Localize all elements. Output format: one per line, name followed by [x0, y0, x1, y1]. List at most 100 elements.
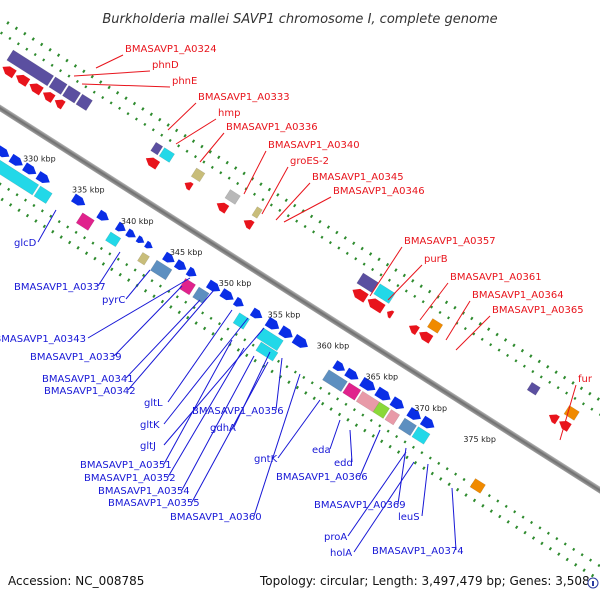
- cog-box[interactable]: [384, 409, 401, 426]
- forward-cds-arrow[interactable]: [219, 288, 236, 303]
- gene-label-reverse[interactable]: phnE: [172, 76, 197, 87]
- cog-box[interactable]: [342, 382, 362, 401]
- cog-box[interactable]: [0, 151, 40, 196]
- cog-box[interactable]: [255, 341, 279, 362]
- reverse-cds-arrow[interactable]: [557, 418, 572, 432]
- gene-label-forward[interactable]: eda: [312, 445, 331, 456]
- forward-cds-arrow[interactable]: [135, 235, 147, 245]
- reverse-cds-arrow[interactable]: [0, 63, 17, 79]
- reverse-cds-arrow[interactable]: [407, 322, 420, 336]
- cog-box[interactable]: [150, 259, 173, 281]
- forward-cds-arrow[interactable]: [264, 316, 282, 333]
- gene-label-reverse[interactable]: groES-2: [290, 156, 329, 167]
- cog-box[interactable]: [322, 369, 348, 392]
- cog-box[interactable]: [75, 212, 95, 231]
- forward-cds-arrow[interactable]: [359, 377, 378, 394]
- gene-label-reverse[interactable]: hmp: [218, 108, 240, 119]
- gene-label-reverse[interactable]: BMASAVP1_A0364: [472, 290, 564, 301]
- forward-cds-arrow[interactable]: [114, 221, 128, 235]
- gene-label-forward[interactable]: BMASAVP1_A0360: [170, 512, 262, 523]
- reverse-cds-arrow[interactable]: [214, 200, 230, 214]
- forward-cds-arrow[interactable]: [232, 296, 246, 310]
- reverse-cds-arrow[interactable]: [143, 154, 161, 170]
- forward-cds-arrow[interactable]: [0, 145, 12, 160]
- reverse-cds-arrow[interactable]: [417, 329, 434, 344]
- gene-label-reverse[interactable]: BMASAVP1_A0365: [492, 305, 584, 316]
- gene-label-forward[interactable]: holA: [330, 548, 352, 559]
- cog-box[interactable]: [469, 478, 486, 494]
- gene-label-forward[interactable]: glcD: [14, 238, 37, 249]
- gene-label-reverse[interactable]: phnD: [152, 60, 179, 71]
- reverse-cds-arrow[interactable]: [350, 286, 369, 303]
- reverse-cds-arrow[interactable]: [52, 96, 66, 110]
- gene-label-forward[interactable]: gltK: [140, 420, 160, 431]
- gene-label-forward[interactable]: gltJ: [140, 441, 156, 452]
- cog-box[interactable]: [563, 405, 580, 421]
- cog-box[interactable]: [190, 167, 206, 183]
- gene-label-reverse[interactable]: BMASAVP1_A0340: [268, 140, 360, 151]
- gene-label-forward[interactable]: gntK: [254, 454, 278, 465]
- forward-cds-arrow[interactable]: [125, 228, 138, 240]
- cog-box[interactable]: [137, 251, 150, 266]
- cog-box[interactable]: [372, 401, 390, 419]
- reverse-cds-arrow[interactable]: [27, 80, 44, 96]
- cog-box[interactable]: [33, 185, 53, 204]
- forward-cds-arrow[interactable]: [406, 407, 423, 423]
- gene-label-reverse[interactable]: fur: [578, 374, 593, 385]
- gene-label-reverse[interactable]: BMASAVP1_A0333: [198, 92, 290, 103]
- gene-label-reverse[interactable]: BMASAVP1_A0361: [450, 272, 542, 283]
- gene-label-reverse[interactable]: BMASAVP1_A0357: [404, 236, 496, 247]
- forward-cds-arrow[interactable]: [419, 415, 437, 432]
- forward-cds-arrow[interactable]: [71, 193, 88, 209]
- cog-box[interactable]: [232, 312, 250, 330]
- forward-cds-arrow[interactable]: [374, 386, 393, 404]
- reverse-cds-arrow[interactable]: [41, 89, 56, 103]
- cog-box[interactable]: [75, 93, 93, 111]
- cog-box[interactable]: [6, 49, 55, 87]
- gene-label-forward[interactable]: BMASAVP1_A0355: [108, 498, 200, 509]
- forward-cds-arrow[interactable]: [291, 334, 311, 351]
- gene-label-forward[interactable]: BMASAVP1_A0351: [80, 460, 172, 471]
- gene-label-forward[interactable]: BMASAVP1_A0354: [98, 486, 190, 497]
- gene-label-reverse[interactable]: BMASAVP1_A0336: [226, 122, 318, 133]
- gene-label-forward[interactable]: BMASAVP1_A0352: [84, 473, 176, 484]
- cog-box[interactable]: [251, 206, 263, 219]
- gene-label-forward[interactable]: BMASAVP1_A0339: [30, 352, 122, 363]
- gene-label-forward[interactable]: BMASAVP1_A0337: [14, 282, 106, 293]
- reverse-cds-arrow[interactable]: [365, 295, 386, 314]
- forward-cds-arrow[interactable]: [205, 279, 223, 295]
- gene-label-reverse[interactable]: BMASAVP1_A0345: [312, 172, 404, 183]
- cog-box[interactable]: [224, 189, 241, 205]
- forward-cds-arrow[interactable]: [389, 396, 407, 412]
- cog-box[interactable]: [62, 85, 82, 104]
- reverse-cds-arrow[interactable]: [547, 411, 560, 425]
- forward-cds-arrow[interactable]: [278, 325, 295, 341]
- forward-cds-arrow[interactable]: [344, 367, 361, 383]
- forward-cds-arrow[interactable]: [8, 153, 26, 169]
- reverse-cds-arrow[interactable]: [385, 309, 395, 319]
- gene-label-forward[interactable]: pyrC: [102, 295, 125, 306]
- gene-label-reverse[interactable]: purB: [424, 254, 448, 265]
- gene-label-forward[interactable]: BMASAVP1_A0356: [192, 406, 284, 417]
- gene-label-reverse[interactable]: BMASAVP1_A0346: [333, 186, 425, 197]
- gene-label-reverse[interactable]: BMASAVP1_A0324: [125, 44, 217, 55]
- gene-label-forward[interactable]: leuS: [398, 512, 420, 523]
- forward-cds-arrow[interactable]: [96, 209, 111, 224]
- forward-cds-arrow[interactable]: [35, 171, 53, 186]
- reverse-cds-arrow[interactable]: [182, 180, 194, 191]
- gene-label-forward[interactable]: BMASAVP1_A0366: [276, 472, 368, 483]
- cog-box[interactable]: [192, 286, 210, 304]
- forward-cds-arrow[interactable]: [162, 251, 177, 266]
- gene-label-forward[interactable]: BMASAVP1_A0342: [44, 386, 136, 397]
- forward-cds-arrow[interactable]: [144, 240, 155, 251]
- gene-label-forward[interactable]: BMASAVP1_A0341: [42, 374, 134, 385]
- cog-box[interactable]: [48, 76, 68, 95]
- cog-box[interactable]: [105, 231, 122, 248]
- gene-label-forward[interactable]: BMASAVP1_A0369: [314, 500, 406, 511]
- gene-label-forward[interactable]: gdhA: [210, 423, 236, 434]
- gene-label-forward[interactable]: BMASAVP1_A0374: [372, 546, 464, 557]
- forward-cds-arrow[interactable]: [185, 266, 199, 280]
- reverse-cds-arrow[interactable]: [14, 72, 31, 87]
- cog-box[interactable]: [158, 147, 175, 163]
- gene-label-forward[interactable]: gltL: [144, 398, 163, 409]
